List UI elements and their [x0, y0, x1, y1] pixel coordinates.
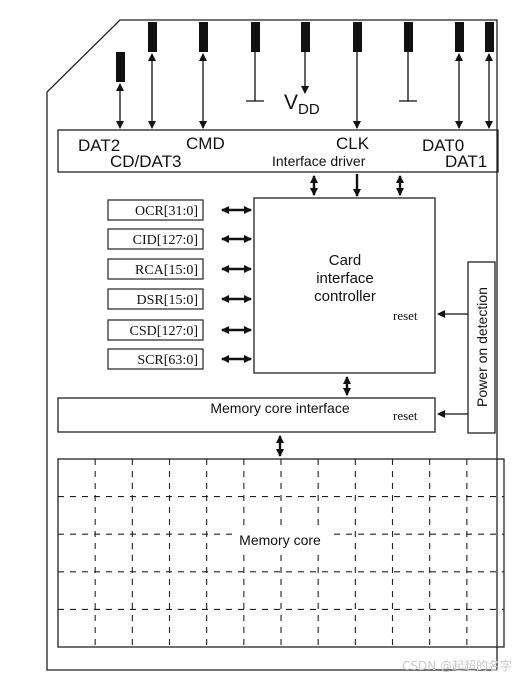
register-label: RCA[15:0] — [135, 263, 198, 278]
register-label: OCR[31:0] — [135, 204, 198, 219]
pin-label-vdd: VDD — [284, 91, 320, 118]
reset-arrows — [437, 310, 468, 418]
pin-label-cd-dat3: CD/DAT3 — [110, 152, 181, 171]
controller-label-line1: Card — [329, 252, 362, 269]
memory-interface-reset-label: reset — [393, 408, 418, 423]
pin-pad-cd-dat3 — [148, 22, 157, 52]
card-outline — [46, 19, 498, 671]
pin-pad-vdd — [301, 22, 310, 52]
watermark: CSDN @起超的名字 — [402, 658, 512, 673]
memory-core-label: Memory core — [239, 532, 321, 548]
pin-pad-vss1 — [251, 22, 260, 52]
register-box — [107, 228, 204, 250]
power-on-detection-label: Power on detection — [474, 287, 490, 407]
register-box — [107, 348, 204, 370]
register-arrows — [221, 206, 252, 363]
pin-pad-dat1 — [485, 22, 494, 52]
pin-pad-dat2 — [116, 52, 125, 82]
register-list: OCR[31:0] CID[127:0] RCA[15:0] DSR[15:0]… — [107, 199, 204, 370]
register-label: SCR[63:0] — [137, 353, 198, 368]
driver-controller-arrows — [310, 174, 404, 197]
pin-label-clk: CLK — [336, 134, 370, 153]
memory-core-label-bg — [232, 530, 328, 550]
pin-label-cmd: CMD — [186, 134, 225, 153]
register-box — [107, 199, 204, 221]
register-box — [107, 288, 204, 310]
pin-label-dat0: DAT0 — [422, 136, 464, 155]
interface-driver-box — [57, 129, 499, 173]
card-interface-controller-box — [253, 197, 436, 374]
register-box — [107, 319, 204, 341]
memory-core-grid — [58, 459, 504, 647]
pin-contacts — [116, 22, 494, 82]
pin-label-dat2: DAT2 — [78, 136, 120, 155]
memory-core-interface-box — [57, 397, 436, 433]
pin-signal-lines — [116, 52, 493, 129]
register-label: CID[127:0] — [133, 233, 198, 248]
register-box — [107, 258, 204, 280]
pin-pad-dat0 — [455, 22, 464, 52]
pin-pad-cmd — [199, 22, 208, 52]
pin-pad-vss2 — [404, 22, 413, 52]
power-on-detection-box — [467, 261, 496, 434]
register-label: DSR[15:0] — [137, 293, 198, 308]
controller-label-line3: controller — [314, 288, 376, 305]
register-label: CSD[127:0] — [130, 324, 198, 339]
memory-core-interface-label: Memory core interface — [210, 400, 349, 416]
pin-label-dat1: DAT1 — [445, 152, 487, 171]
pin-pad-clk — [353, 22, 362, 52]
controller-reset-label: reset — [393, 308, 418, 323]
controller-label-line2: interface — [316, 270, 374, 287]
interface-driver-label: Interface driver — [272, 153, 366, 169]
